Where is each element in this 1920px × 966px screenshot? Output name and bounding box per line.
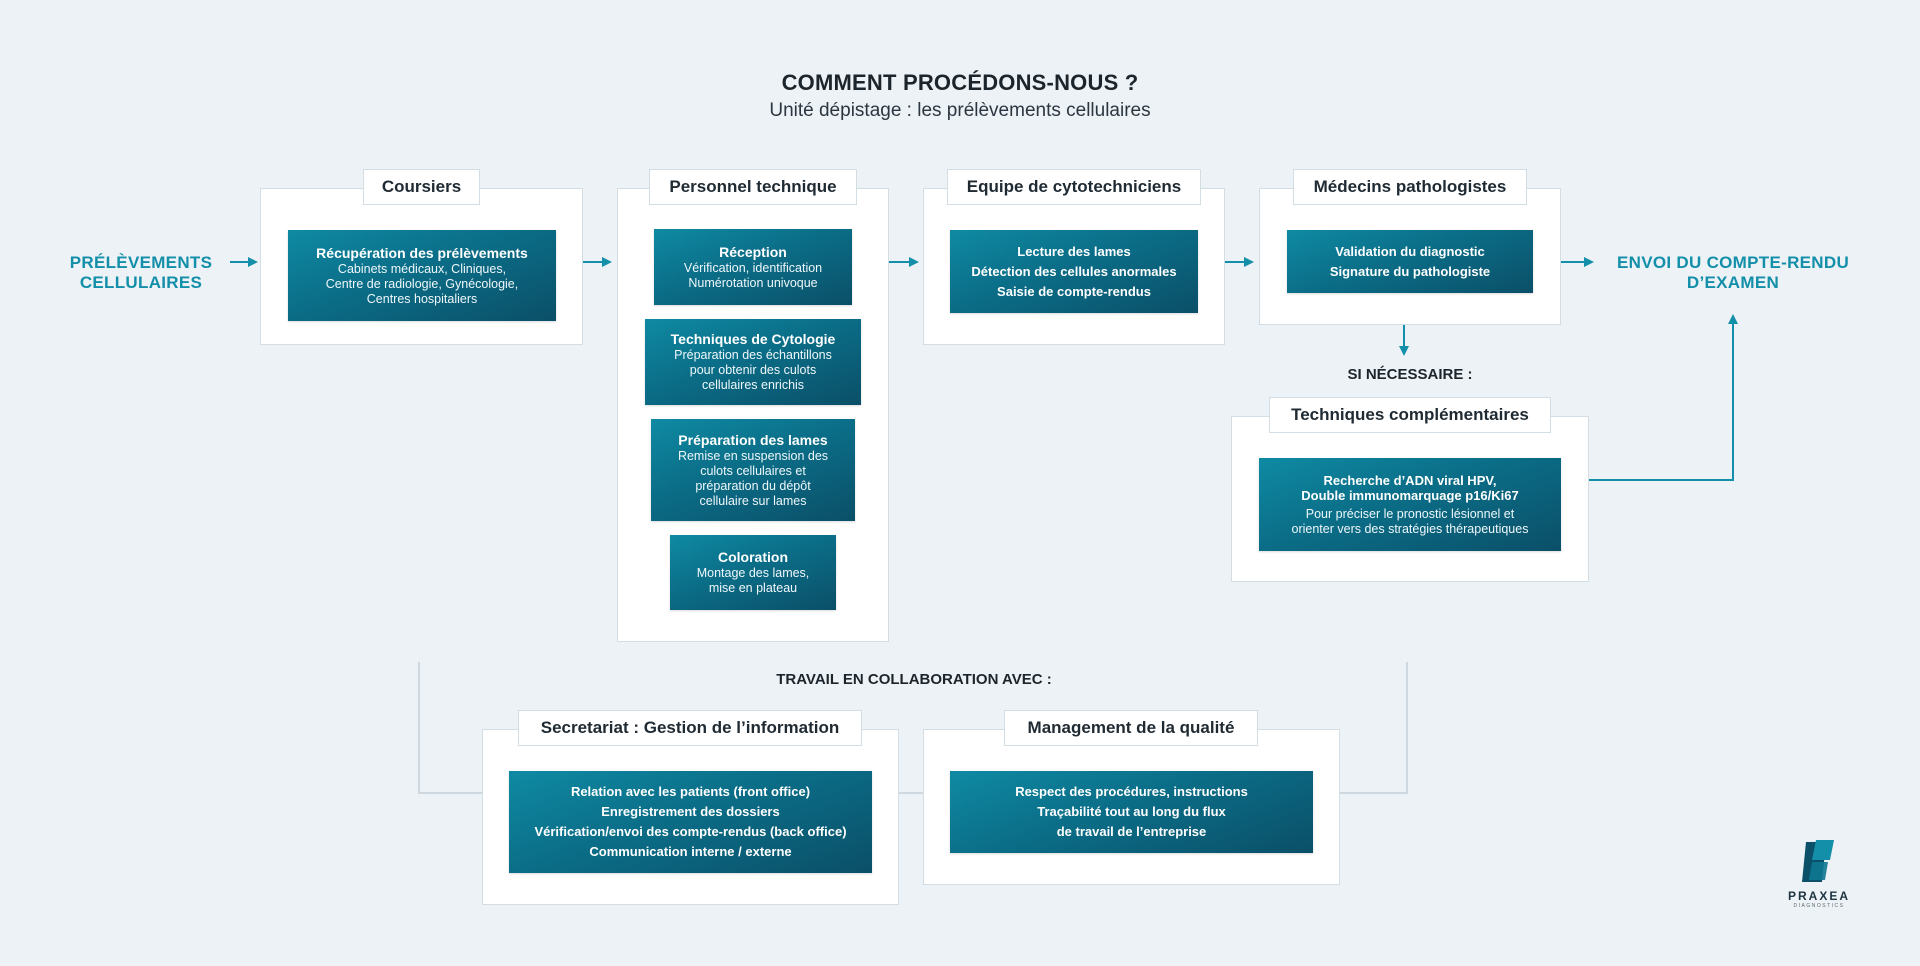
card-line: Saisie de compte-rendus <box>997 283 1151 299</box>
card-line: Vérification/envoi des compte-rendus (ba… <box>534 824 847 839</box>
card-line: Signature du pathologiste <box>1329 263 1491 279</box>
card-title: Coloration <box>718 549 788 565</box>
card-line: de travail de l’entreprise <box>1056 824 1207 839</box>
start-endpoint-line: PRÉLÈVEMENTS <box>69 253 213 272</box>
card-line: Numérotation univoque <box>688 275 818 290</box>
collaboration-bracket-right <box>1340 662 1408 794</box>
end-endpoint-line: ENVOI DU COMPTE-RENDU <box>1616 253 1850 272</box>
logo-name: PRAXEA <box>1787 889 1850 903</box>
card-line: Lecture des lames <box>1017 243 1131 259</box>
card-line: Centres hospitaliers <box>366 291 478 306</box>
praxea-logo: PRAXEA DIAGNOSTICS <box>1776 838 1862 909</box>
card-line: orienter vers des stratégies thérapeutiq… <box>1291 521 1529 536</box>
card-line: Respect des procédures, instructions <box>1015 784 1248 799</box>
collaboration-heading: TRAVAIL EN COLLABORATION AVEC : <box>776 671 1052 688</box>
card-line: Validation du diagnostic <box>1335 243 1485 259</box>
start-endpoint-line: CELLULAIRES <box>79 273 203 292</box>
secretariat-card: Relation avec les patients (front office… <box>509 771 872 873</box>
end-endpoint: ENVOI DU COMPTE-RENDU D’EXAMEN <box>1600 253 1866 293</box>
card-title: Préparation des lames <box>678 431 828 448</box>
complementary-label: Techniques complémentaires <box>1269 397 1551 433</box>
cyto-card: Lecture des lames Détection des cellules… <box>950 230 1198 313</box>
coursiers-label: Coursiers <box>363 169 480 205</box>
card-line: mise en plateau <box>708 581 798 595</box>
reception-card: Réception Vérification, identification N… <box>654 229 852 305</box>
card-line: Pour préciser le pronostic lésionnel et <box>1305 506 1515 521</box>
personnel-label: Personnel technique <box>649 169 857 205</box>
card-title: Techniques de Cytologie <box>670 331 836 347</box>
card-line: Communication interne / externe <box>589 844 792 859</box>
cytologie-card: Techniques de Cytologie Préparation des … <box>645 319 861 405</box>
coursiers-card: Récupération des prélèvements Cabinets m… <box>288 230 556 321</box>
card-line: culots cellulaires et <box>700 463 806 478</box>
start-endpoint: PRÉLÈVEMENTS CELLULAIRES <box>60 253 222 293</box>
card-line: Préparation des échantillons <box>674 348 832 362</box>
preparation-lames-card: Préparation des lames Remise en suspensi… <box>651 419 855 521</box>
card-line: Cabinets médicaux, Cliniques, <box>337 261 507 276</box>
collaboration-bracket-left <box>418 662 482 794</box>
cyto-label: Equipe de cytotechniciens <box>947 169 1201 205</box>
coloration-card: Coloration Montage des lames, mise en pl… <box>670 535 836 610</box>
arrow-complementary-to-end <box>1589 314 1738 481</box>
card-line: Vérification, identification <box>683 260 823 275</box>
end-endpoint-line: D’EXAMEN <box>1686 273 1780 292</box>
card-line: cellulaire sur lames <box>699 493 807 508</box>
card-line: préparation du dépôt <box>695 478 811 493</box>
qualite-card: Respect des procédures, instructions Tra… <box>950 771 1313 853</box>
page-title: COMMENT PROCÉDONS-NOUS ? <box>781 70 1139 95</box>
card-line: Enregistrement des dossiers <box>601 804 780 819</box>
card-title: Récupération des prélèvements <box>316 244 528 261</box>
page-subtitle: Unité dépistage : les prélèvements cellu… <box>769 100 1151 121</box>
card-title: Recherche d’ADN viral HPV, <box>1323 472 1497 488</box>
card-title: Double immunomarquage p16/Ki67 <box>1301 487 1519 503</box>
card-line: cellulaires enrichis <box>701 378 805 392</box>
card-title: Réception <box>719 243 787 260</box>
complementary-card: Recherche d’ADN viral HPV, Double immuno… <box>1259 458 1561 551</box>
secretariat-label: Secretariat : Gestion de l’information <box>518 710 862 746</box>
card-line: Traçabilité tout au long du flux <box>1037 804 1226 819</box>
si-necessaire-heading: SI NÉCESSAIRE : <box>1347 366 1473 383</box>
card-line: Centre de radiologie, Gynécologie, <box>325 276 519 291</box>
medecins-label: Médecins pathologistes <box>1293 169 1527 205</box>
card-line: Montage des lames, <box>696 566 810 580</box>
praxea-logo-icon <box>1802 840 1834 882</box>
qualite-label: Management de la qualité <box>1004 710 1258 746</box>
card-line: Relation avec les patients (front office… <box>570 784 811 799</box>
card-line: Remise en suspension des <box>677 448 829 463</box>
card-line: Détection des cellules anormales <box>971 263 1177 279</box>
card-line: pour obtenir des culots <box>689 363 817 377</box>
medecins-card: Validation du diagnostic Signature du pa… <box>1287 230 1533 293</box>
logo-tagline: DIAGNOSTICS <box>1793 903 1845 909</box>
